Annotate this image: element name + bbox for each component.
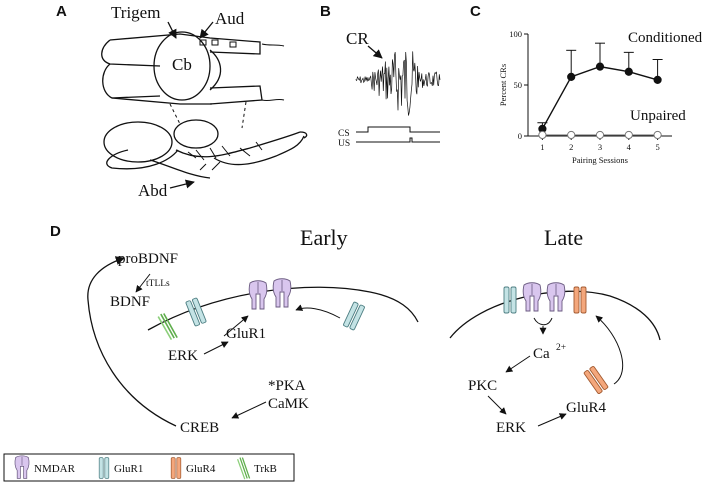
series-label-1: Unpaired — [630, 108, 686, 124]
panel-letter-b: B — [320, 3, 331, 20]
arrow-glur4-insert — [595, 315, 624, 385]
arrow-erk-glur4 — [537, 413, 567, 427]
emg-trace-line — [355, 51, 441, 116]
late-nmdar-1 — [522, 282, 542, 312]
cerebellum-outline — [153, 31, 211, 101]
label-abd: Abd — [138, 181, 168, 200]
early-diagram: Early proBDNF tTLLs BDNF GluR1 ERK *PKA … — [87, 225, 419, 436]
brain-dorsal-view — [101, 31, 285, 105]
data-point — [538, 130, 547, 140]
emg-trace — [355, 51, 441, 116]
x-tick-label: 2 — [569, 142, 573, 152]
panel-letter-a: A — [56, 3, 67, 20]
early-nmdar-2 — [272, 278, 292, 308]
brain-lateral-view — [103, 101, 308, 179]
legend: NMDAR GluR1 GluR4 TrkB — [3, 453, 295, 482]
late-erk: ERK — [496, 420, 526, 436]
label-trigem: Trigem — [111, 3, 160, 22]
panel-a: A Trigem Aud Cb — [56, 3, 308, 200]
panel-b: B CR CS US — [320, 3, 441, 149]
late-glur4: GluR4 — [566, 400, 607, 416]
panel-letter-d: D — [50, 223, 61, 240]
panel-d: D Early proBDNF tTLLs BDNF GluR1 ERK *PK… — [50, 223, 661, 436]
legend-nmdar-label: NMDAR — [34, 463, 76, 475]
late-ca-sup: 2+ — [556, 343, 566, 353]
late-pkc: PKC — [468, 378, 497, 394]
early-ttlls: tTLLs — [146, 279, 170, 289]
data-point — [595, 130, 605, 140]
late-glur4-vesicle — [583, 365, 609, 395]
arrow-aud — [199, 21, 214, 39]
early-creb: CREB — [180, 420, 219, 436]
y-axis-label: Percent CRs — [498, 64, 508, 106]
arrow-erk-glur1 — [203, 341, 229, 355]
y-tick-label: 100 — [509, 29, 522, 39]
early-bdnf: BDNF — [110, 294, 150, 310]
x-tick-label: 5 — [655, 142, 659, 152]
data-point — [624, 67, 633, 76]
us-trace — [356, 137, 440, 143]
early-glur1-left — [185, 297, 207, 327]
legend-trkb-label: TrkB — [254, 463, 277, 475]
early-camk: CaMK — [268, 396, 309, 412]
y-tick-label: 0 — [518, 131, 522, 141]
panel-letter-c: C — [470, 3, 481, 20]
arrow-cr — [367, 45, 383, 59]
x-tick-label: 1 — [540, 142, 544, 152]
x-axis-label: Pairing Sessions — [572, 155, 628, 165]
arrow-abd — [169, 179, 195, 189]
late-glur1 — [503, 286, 517, 314]
label-cb: Cb — [172, 55, 192, 74]
legend-glur1-label: GluR1 — [114, 463, 143, 475]
arrow-ca-pkc — [505, 355, 531, 373]
early-pka: *PKA — [268, 378, 306, 394]
arrow-trafficking — [295, 304, 341, 319]
arrow-pkc-erk — [487, 395, 507, 415]
arrow-glur1-insert — [223, 315, 249, 337]
late-title: Late — [544, 225, 583, 250]
label-cr: CR — [346, 29, 369, 48]
arrow-creb-probdnf — [87, 256, 177, 427]
series-label-0: Conditioned — [628, 30, 703, 46]
label-aud: Aud — [215, 9, 245, 28]
data-point — [653, 75, 662, 85]
late-nmdar-2 — [546, 282, 566, 312]
data-point — [567, 130, 576, 140]
arrow-kinase-creb — [231, 401, 267, 419]
arrow-trigem — [167, 21, 177, 39]
data-point — [653, 130, 662, 140]
early-glur1: GluR1 — [226, 326, 266, 342]
data-point — [595, 62, 605, 71]
cs-trace — [356, 126, 440, 133]
early-erk: ERK — [168, 348, 198, 364]
early-title: Early — [300, 225, 348, 250]
label-us: US — [338, 139, 350, 149]
early-probdnf: proBDNF — [118, 251, 178, 267]
x-tick-label: 3 — [598, 142, 602, 152]
arrow-probdnf-bdnf — [135, 273, 151, 293]
y-tick-label: 50 — [514, 80, 523, 90]
arrow-nmdar-ca — [533, 317, 553, 334]
early-nmdar-1 — [248, 280, 268, 310]
data-point — [567, 72, 576, 81]
early-glur1-right — [342, 301, 366, 331]
late-ca: Ca — [533, 346, 550, 362]
x-tick-label: 4 — [627, 142, 632, 152]
legend-glur4-label: GluR4 — [186, 463, 216, 475]
data-point — [624, 130, 633, 140]
label-cs: CS — [338, 129, 350, 139]
late-diagram: Late Ca 2+ PKC ERK GluR4 — [449, 225, 661, 436]
late-membrane — [449, 290, 661, 341]
